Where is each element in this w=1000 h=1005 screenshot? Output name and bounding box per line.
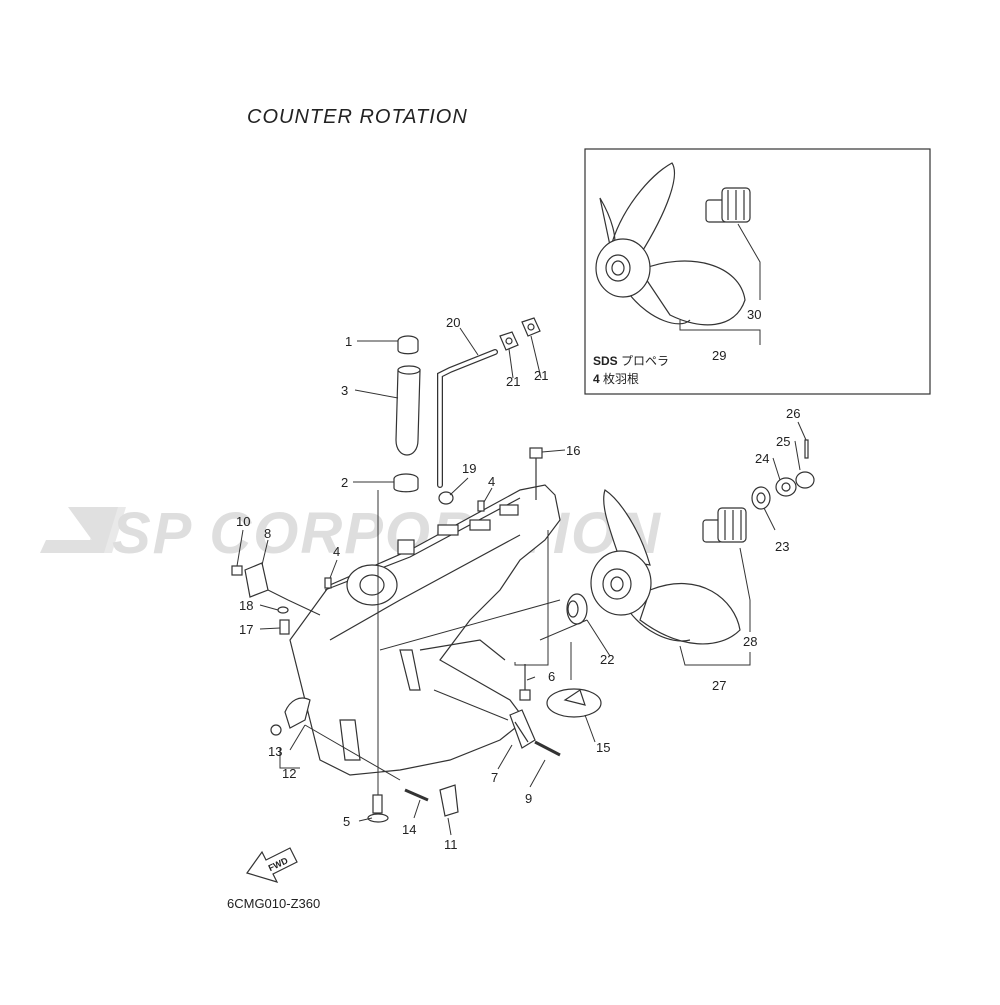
lower-casing: [289, 484, 561, 776]
inset-propeller: [595, 162, 746, 326]
callout-4b: 4: [333, 544, 340, 559]
callout-12: 12: [282, 766, 296, 781]
callout-21b: 21: [534, 368, 548, 383]
inset-line-2: 4 枚羽根: [593, 370, 639, 387]
anode-7: [509, 709, 561, 757]
callout-8: 8: [264, 526, 271, 541]
leader-lines: [236, 327, 807, 836]
callout-15: 15: [596, 740, 610, 755]
callout-24: 24: [755, 451, 769, 466]
callout-21a: 21: [506, 374, 520, 389]
callout-11: 11: [444, 837, 458, 852]
callout-30: 30: [747, 307, 761, 322]
inset-line-1: SDS プロペラ: [593, 352, 669, 369]
watermark: SP CORPORATION: [40, 501, 662, 566]
callout-18: 18: [239, 598, 253, 613]
fwd-arrow: FWD: [246, 847, 298, 883]
callout-labels: 1 2 3 4 4 5 6 7 8 9 10 11 12 13 14 15 16…: [236, 307, 800, 852]
propeller: [590, 489, 741, 645]
callout-16: 16: [566, 443, 580, 458]
watermark-text: SP CORPORATION: [112, 501, 662, 566]
water-tube-parts: [393, 335, 421, 493]
callout-14: 14: [402, 822, 416, 837]
grommets: [499, 317, 541, 351]
lower-bolts: [367, 784, 459, 823]
callout-2: 2: [341, 475, 348, 490]
callout-23: 23: [775, 539, 789, 554]
dowel-pins: [324, 491, 485, 589]
callout-29: 29: [712, 348, 726, 363]
inset-line-1-text: プロペラ: [621, 354, 670, 368]
thrust-washer-22: [566, 593, 588, 625]
trim-tab: [519, 664, 602, 718]
plug-17-18: [277, 606, 290, 635]
inset-spline-bush: [705, 187, 751, 223]
anode-12: [270, 697, 311, 736]
inset-line-1-bold: SDS: [593, 354, 618, 368]
callout-27: 27: [712, 678, 726, 693]
washer-nut-parts: [751, 439, 815, 510]
callout-3: 3: [341, 383, 348, 398]
spline-bush-23: [702, 507, 747, 543]
callout-13: 13: [268, 744, 282, 759]
callout-26: 26: [786, 406, 800, 421]
callout-9: 9: [525, 791, 532, 806]
callout-1: 1: [345, 334, 352, 349]
callout-25: 25: [776, 434, 790, 449]
inset-line-2-bold: 4: [593, 372, 600, 386]
callout-22: 22: [600, 652, 614, 667]
diagram-title: COUNTER ROTATION: [247, 106, 468, 128]
callout-5: 5: [343, 814, 350, 829]
diagram-code: 6CMG010-Z360: [227, 896, 321, 911]
cover-8: [231, 562, 269, 598]
callout-17: 17: [239, 622, 253, 637]
inset-leaders: [679, 223, 761, 345]
callout-10: 10: [236, 514, 250, 529]
callout-28: 28: [743, 634, 757, 649]
inset-line-2-text: 枚羽根: [603, 372, 640, 386]
bolt-16: [529, 447, 543, 500]
inset-box: [584, 148, 931, 395]
callout-4a: 4: [488, 474, 495, 489]
callout-19: 19: [462, 461, 476, 476]
callout-7: 7: [491, 770, 498, 785]
callout-6: 6: [548, 669, 555, 684]
callout-20: 20: [446, 315, 460, 330]
